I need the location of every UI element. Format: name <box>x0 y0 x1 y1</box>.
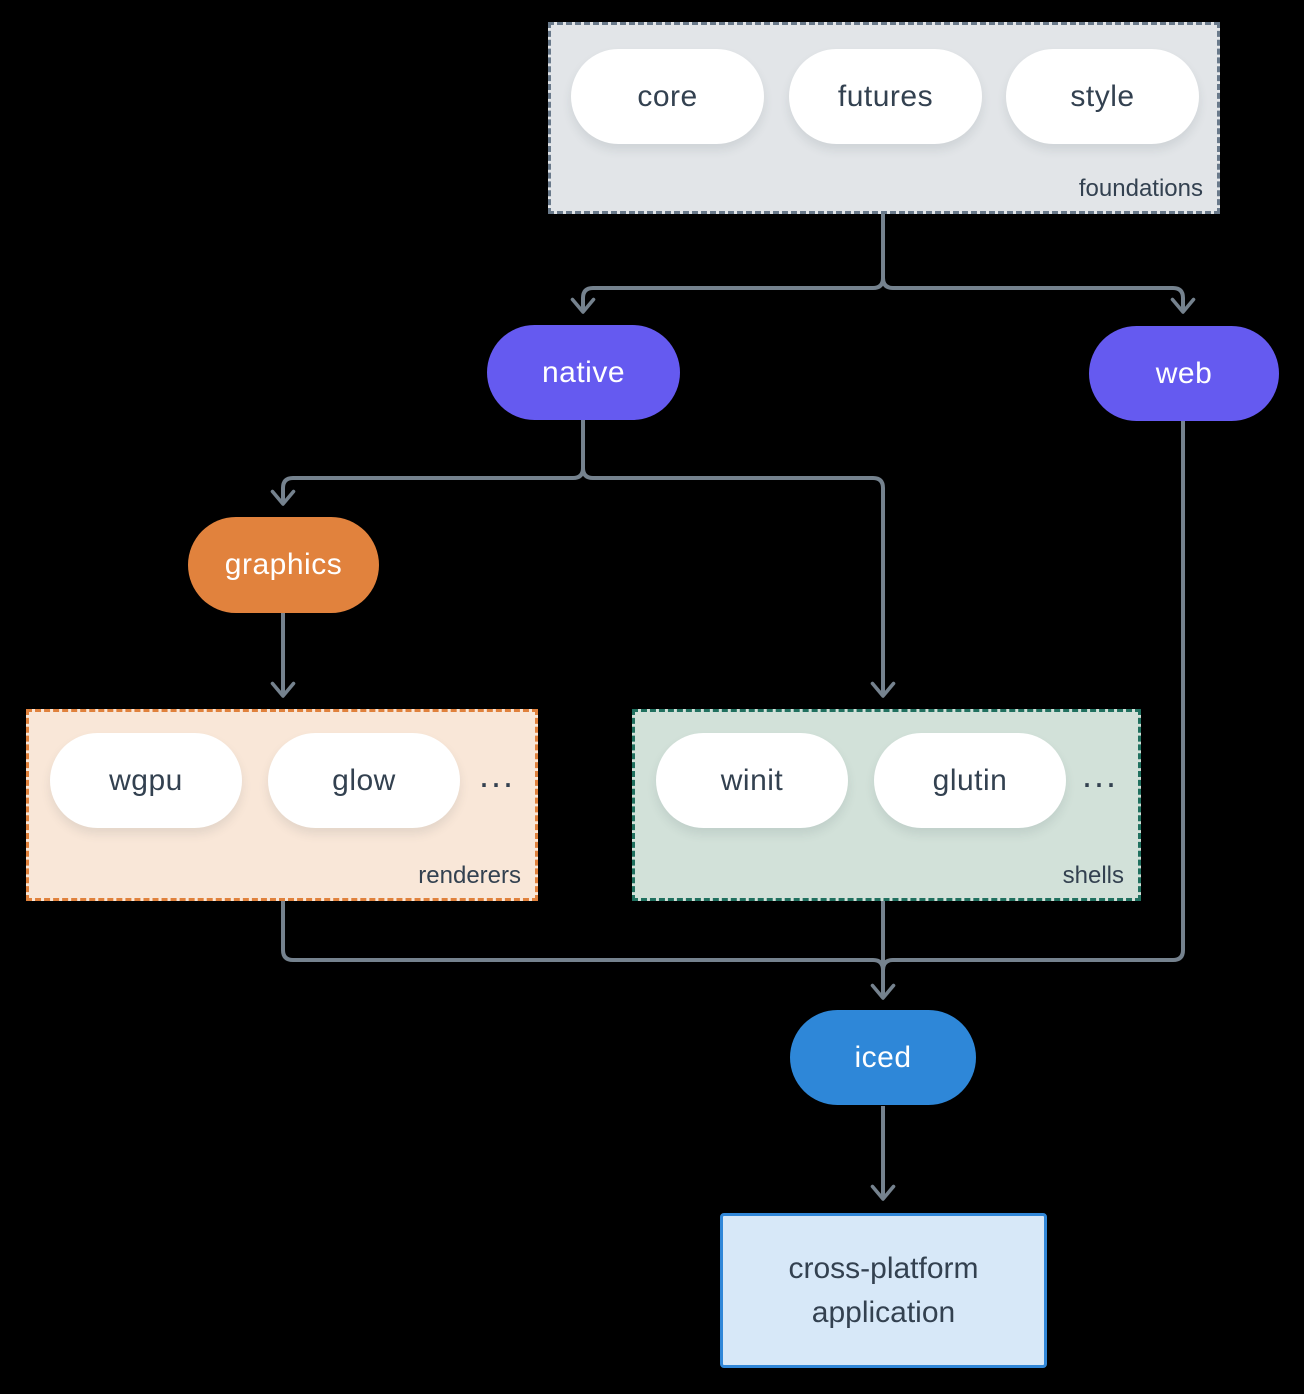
node-web: web <box>1089 326 1279 421</box>
node-futures: futures <box>789 49 982 144</box>
edge-foundations-to-web <box>881 214 1196 314</box>
node-glutin: glutin <box>874 733 1066 828</box>
shells-ellipsis: ... <box>1081 754 1118 795</box>
node-native-label: native <box>541 355 626 389</box>
node-iced-label: iced <box>854 1040 912 1074</box>
edge-native-to-graphics <box>270 420 585 506</box>
node-web-label: web <box>1155 356 1213 390</box>
shells-group: winit glutin ... shells <box>632 709 1141 901</box>
edge-foundations-to-native <box>570 214 885 314</box>
node-futures-label: futures <box>837 79 934 113</box>
node-graphics-label: graphics <box>224 548 343 581</box>
node-style-label: style <box>1070 79 1135 113</box>
node-application: cross-platform application <box>720 1213 1047 1368</box>
node-style: style <box>1006 49 1199 144</box>
node-winit-label: winit <box>720 763 784 797</box>
renderers-group-label: renderers <box>418 862 521 889</box>
shells-group-label: shells <box>1062 862 1124 889</box>
node-glutin-label: glutin <box>932 763 1008 797</box>
edge-native-to-shells <box>581 420 896 698</box>
application-label-line1: cross-platform <box>788 1251 979 1285</box>
renderers-ellipsis: ... <box>478 754 515 795</box>
foundations-group-label: foundations <box>1078 175 1203 202</box>
foundations-group: core futures style foundations <box>548 22 1220 214</box>
node-glow-label: glow <box>332 763 396 797</box>
application-label-line2: application <box>811 1295 956 1329</box>
node-native: native <box>487 325 680 420</box>
node-wgpu-label: wgpu <box>109 763 183 797</box>
node-iced: iced <box>790 1010 976 1105</box>
renderers-group: wgpu glow ... renderers <box>26 709 538 901</box>
node-graphics: graphics <box>188 517 379 613</box>
node-winit: winit <box>656 733 848 828</box>
node-wgpu: wgpu <box>50 733 242 828</box>
node-core-label: core <box>637 79 698 113</box>
node-glow: glow <box>268 733 460 828</box>
edge-renderers-to-iced <box>281 901 885 985</box>
node-core: core <box>571 49 764 144</box>
